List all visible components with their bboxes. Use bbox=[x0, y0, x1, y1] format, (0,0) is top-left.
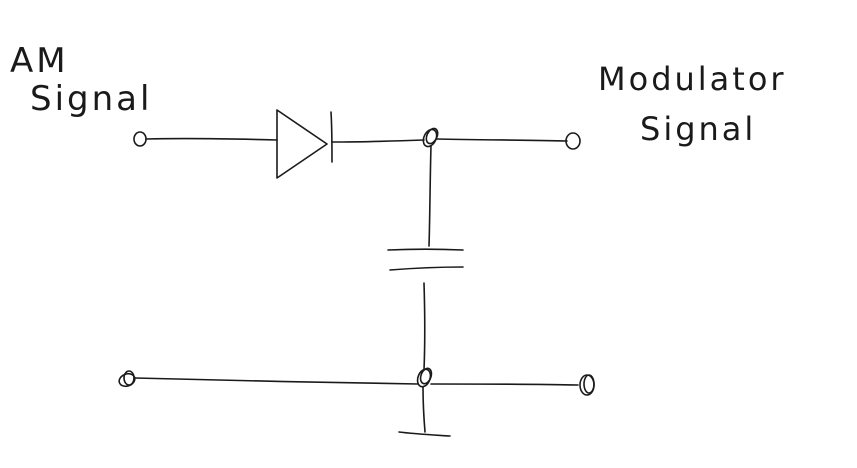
junction-top bbox=[422, 127, 439, 148]
capacitor-plate-bottom bbox=[389, 266, 464, 271]
wire-bottom-left-to-junction bbox=[134, 377, 419, 385]
capacitor-plate-top bbox=[387, 248, 464, 251]
diode-bar bbox=[330, 111, 333, 163]
output-label-line1: Modulator bbox=[598, 60, 787, 98]
diode-symbol bbox=[276, 109, 333, 179]
wire-input-to-diode bbox=[145, 137, 278, 141]
output-label: Modulator Signal bbox=[598, 60, 787, 148]
capacitor-symbol bbox=[387, 248, 464, 271]
input-terminal-top bbox=[133, 131, 147, 147]
input-label-line1: AM bbox=[10, 41, 69, 81]
output-terminal-top bbox=[565, 132, 581, 150]
wire-capacitor-to-bottom-junction bbox=[423, 282, 426, 371]
wire-junction-to-capacitor bbox=[428, 145, 432, 247]
ground-bar bbox=[398, 431, 451, 437]
input-terminal-bottom bbox=[118, 370, 136, 388]
input-label: AM Signal bbox=[10, 41, 152, 119]
ground-stem bbox=[422, 386, 426, 433]
wire-bottom-junction-to-right bbox=[430, 383, 579, 386]
output-terminal-bottom bbox=[579, 374, 595, 396]
junction-bottom bbox=[416, 367, 433, 388]
input-label-line2: Signal bbox=[30, 79, 152, 119]
ground-symbol bbox=[398, 386, 451, 437]
wire-diode-to-junction bbox=[331, 139, 425, 143]
output-label-line2: Signal bbox=[640, 110, 756, 148]
wire-junction-to-output bbox=[436, 138, 568, 142]
diode-triangle bbox=[276, 109, 328, 179]
